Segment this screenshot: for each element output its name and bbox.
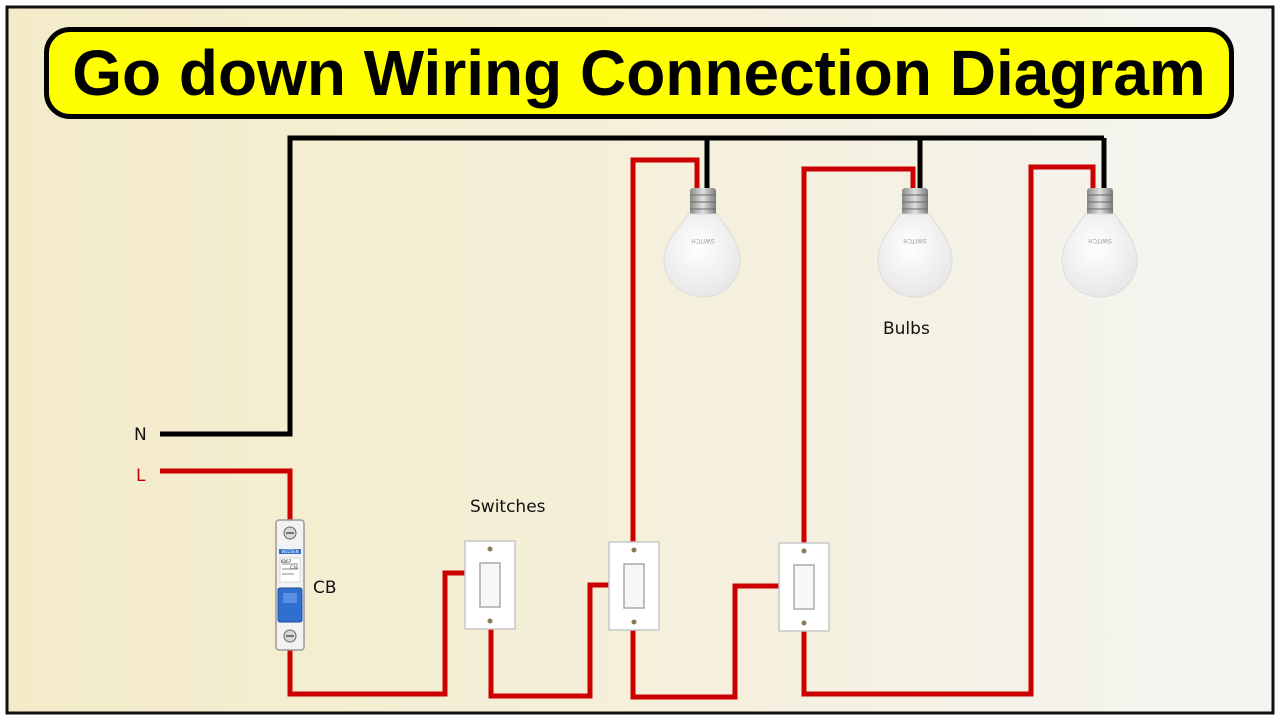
bulb-1 <box>663 188 741 298</box>
title-banner: Go down Wiring Connection Diagram <box>44 27 1234 119</box>
switch-1 <box>464 540 516 630</box>
live-wire-breaker-to-switch-1 <box>287 570 468 697</box>
neutral-wire-main <box>160 135 1104 437</box>
bulbs-label: Bulbs <box>883 319 930 339</box>
breaker-brand-text: WEZSEN <box>281 549 298 554</box>
live-wire-switch-1-to-switch-2 <box>488 582 612 699</box>
live-wire-to-breaker <box>160 468 293 522</box>
switched-wire-bulb-2 <box>801 166 916 545</box>
live-wire-switch-2-to-switch-3 <box>630 583 780 700</box>
bulb-2-brand-text: SWITCH <box>903 237 927 244</box>
neutral-label: N <box>134 425 147 445</box>
breaker-rating-text: C16 <box>290 565 298 570</box>
live-wire-switch-3-return <box>801 164 1096 697</box>
bulb-1-brand-text: SWITCH <box>691 237 715 244</box>
breaker-label: CB <box>313 578 337 598</box>
bulb-3 <box>1061 188 1138 298</box>
switched-wire-bulb-1 <box>630 157 700 545</box>
bulb-2 <box>877 188 953 298</box>
switch-2 <box>608 541 660 631</box>
switch-3 <box>778 542 830 632</box>
switches-label: Switches <box>470 497 546 517</box>
bulb-3-brand-text: SWITCH <box>1088 237 1112 244</box>
circuit-breaker <box>275 519 305 651</box>
live-label: L <box>136 466 146 486</box>
page-title: Go down Wiring Connection Diagram <box>72 37 1206 109</box>
breaker-model-text: KB67 <box>281 559 292 564</box>
